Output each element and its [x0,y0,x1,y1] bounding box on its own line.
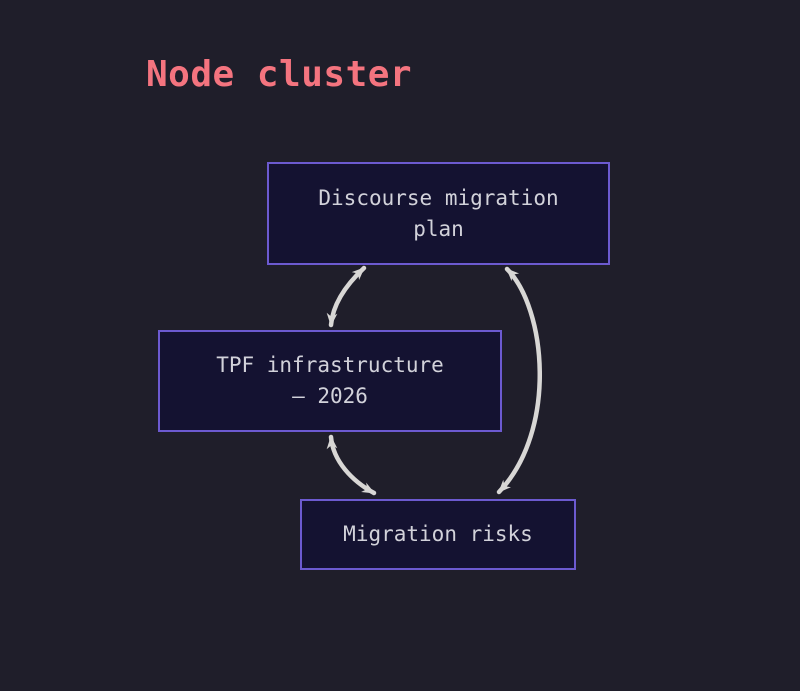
node-label-discourse-migration-plan: Discourse migration plan [318,185,559,241]
edge-discourse-tpf [326,265,367,328]
node-tpf-infrastructure-2026: TPF infrastructure — 2026 [158,330,502,432]
diagram-title: Node cluster [146,54,413,95]
node-discourse-migration-plan: Discourse migration plan [267,162,610,265]
node-label-tpf-infrastructure-2026: TPF infrastructure — 2026 [216,353,444,408]
node-migration-risks: Migration risks [300,499,576,570]
edge-discourse-risks [496,266,542,495]
node-label-migration-risks: Migration risks [343,522,533,546]
edge-tpf-risks [326,434,377,496]
